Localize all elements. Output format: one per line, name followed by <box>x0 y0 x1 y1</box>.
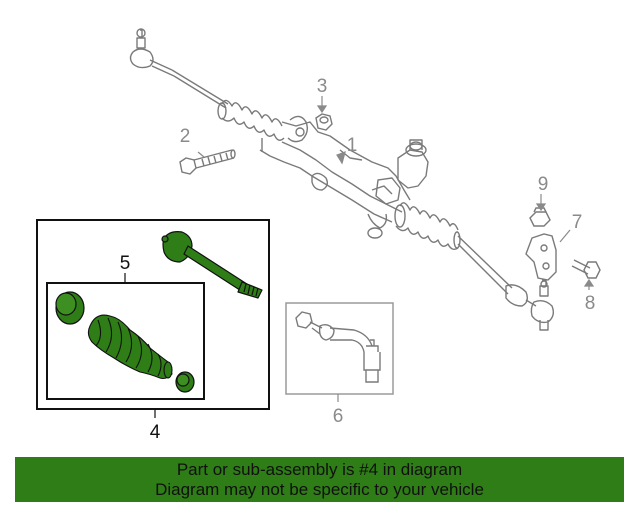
callout-2: 2 <box>180 126 191 147</box>
bolt-part-2 <box>179 149 236 175</box>
callout-6: 6 <box>333 406 344 427</box>
callout-4: 4 <box>150 422 161 443</box>
callout-9: 9 <box>538 174 549 195</box>
left-tie-rod-end <box>129 28 175 77</box>
banner-line-2: Diagram may not be specific to your vehi… <box>155 480 484 499</box>
right-tie-rod-end <box>505 279 555 331</box>
inner-tie-rod-kit-box <box>36 219 270 410</box>
rack-housing <box>259 115 429 239</box>
info-banner: Part or sub-assembly is #4 in diagram Di… <box>15 457 624 502</box>
bracket-part-7 <box>525 233 557 281</box>
parts-diagram: 1 2 3 9 7 8 6 5 4 <box>36 28 601 443</box>
callout-3: 3 <box>317 76 328 97</box>
right-boot <box>394 202 461 251</box>
nut-part-9 <box>529 207 551 227</box>
leader-lines <box>197 96 595 402</box>
bolt-part-8 <box>571 259 601 279</box>
inner-tie-rod <box>161 231 263 299</box>
outer-tie-rod-end <box>295 311 381 383</box>
callout-1: 1 <box>347 135 358 156</box>
nut-part-3 <box>315 113 333 131</box>
callout-5: 5 <box>120 253 131 274</box>
callout-8: 8 <box>585 293 596 314</box>
kit-leader-lines <box>124 273 156 418</box>
boot-bellows <box>87 314 173 380</box>
outer-tie-rod-end-box <box>285 302 394 395</box>
steering-rack-assembly <box>129 28 555 331</box>
callout-7: 7 <box>572 212 583 233</box>
boot-clamp-ring <box>55 291 85 325</box>
left-boot <box>217 99 285 141</box>
banner-line-1: Part or sub-assembly is #4 in diagram <box>176 460 463 479</box>
small-clamp <box>175 371 195 393</box>
